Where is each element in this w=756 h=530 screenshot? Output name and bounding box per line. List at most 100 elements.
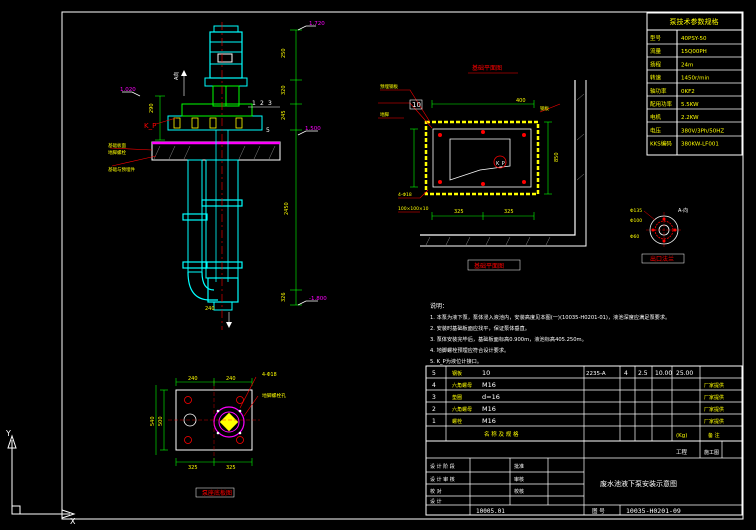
param-key: 型号 xyxy=(650,34,662,42)
flange-title: 出口法兰 xyxy=(650,255,674,263)
bom-cell-note: 厂家提供 xyxy=(704,418,724,425)
flange-dim: Φ100 xyxy=(630,218,642,224)
tb-row-label: 校 对 xyxy=(430,488,442,495)
elevation-top: 1.720 xyxy=(309,21,325,27)
notes-heading: 说明： xyxy=(430,302,448,310)
bom-cell-qty: 4 xyxy=(624,370,628,377)
plan-kp-label: K_P xyxy=(496,161,505,167)
bom-cell-note: 厂家提供 xyxy=(704,406,724,413)
title-block: 设 计 阶 段 设 计 审 核 校 对 设 计 批准 审核 校核 工程 施工图 … xyxy=(425,440,743,516)
ucs-x-label: X xyxy=(70,517,76,526)
bom-cell-no: 5 xyxy=(432,370,436,377)
bom-cell-name: 螺栓 xyxy=(452,418,462,425)
param-key: 扬程 xyxy=(650,60,662,68)
param-value: 24m xyxy=(681,62,693,68)
base-dim: 325 xyxy=(188,465,198,471)
param-value: 15Q00PH xyxy=(681,49,707,55)
drawing-title: 废水池液下泵安装示意图 xyxy=(600,479,677,488)
dim-label: 290 xyxy=(149,103,155,113)
cut-marker: 3 xyxy=(268,100,272,107)
bom-cell-no: 3 xyxy=(432,394,436,401)
note-item: 4. 地脚螺栓预埋应符合设计要求。 xyxy=(430,346,509,354)
bom-note-label: 备 注 xyxy=(708,432,720,439)
note-item: 3. 泵体安装完毕后，基础板面标高0.900m，液池标高405.250m。 xyxy=(430,335,587,343)
callout-anchor-bolt: 地脚螺栓 xyxy=(108,149,126,156)
param-key: 配用功率 xyxy=(650,100,673,108)
plan-dim-top: 400 xyxy=(516,98,526,104)
param-value: 380V/3Ph/50HZ xyxy=(681,128,724,134)
bom-cell-spec: M16 xyxy=(482,405,496,413)
plan-title-bottom: 基础平面图 xyxy=(474,262,504,270)
param-value: 1450r/min xyxy=(681,76,710,82)
bom-unit-label: (Kg) xyxy=(676,433,687,439)
flange-label: A-向 xyxy=(678,207,688,214)
dim-label: 250 xyxy=(281,48,287,58)
base-dim: 240 xyxy=(226,376,236,382)
bom-cell-spec: d=16 xyxy=(482,393,500,401)
tb-row-label: 设 计 审 核 xyxy=(430,476,455,483)
bom-cell-std: 2235-A xyxy=(586,371,606,377)
dim-label: 245 xyxy=(281,110,287,120)
plan-dim-mid: 325 xyxy=(454,209,464,215)
foundation-plan-view: K_P 400 325 325 850 10 预埋钢板 地脚 4-Φ1 xyxy=(378,64,587,271)
ucs-y-label: Y xyxy=(5,429,11,438)
tb-code-left: 10005.01 xyxy=(476,508,505,515)
flange-dim: Φ60 xyxy=(630,234,639,240)
param-key: KKS编码 xyxy=(650,140,672,148)
param-value: 380KW-LF001 xyxy=(681,142,719,148)
dim-label: 326 xyxy=(281,292,287,302)
plan-callout: 100×100×10 xyxy=(398,206,429,212)
tb-mid-label: 审核 xyxy=(514,476,524,483)
bom-cell-note: 厂家提供 xyxy=(704,382,724,389)
bom-cell-w3: 25.00 xyxy=(676,370,693,377)
bom-cell-spec: M16 xyxy=(482,381,496,389)
param-value: 0KF2 xyxy=(681,89,695,95)
param-key: 流量 xyxy=(650,47,662,55)
base-dim: 240 xyxy=(188,376,198,382)
bom-cell-no: 4 xyxy=(432,382,436,389)
params-title: 泵技术参数规格 xyxy=(670,17,719,26)
bom-col-label: 名 称 及 规 格 xyxy=(484,430,519,438)
tb-code-right: 10035-H0201-09 xyxy=(626,507,681,515)
bom-cell-no: 1 xyxy=(432,418,436,425)
callout-foundation: 基础与预埋件 xyxy=(108,166,135,173)
drawing-border xyxy=(61,11,744,520)
note-item: 1. 本泵为液下泵，泵体浸入液池内，安装高度见本图(一)(10035-H0201… xyxy=(430,313,670,321)
param-key: 电机 xyxy=(650,113,662,121)
plan-callout: 预埋钢板 xyxy=(380,83,398,90)
bom-cell-w2: 10.00 xyxy=(655,370,672,377)
foundation-frame xyxy=(424,120,540,196)
view-arrow-label: A向 xyxy=(173,72,180,80)
param-key: 转速 xyxy=(650,74,662,82)
plan-dim-side: 850 xyxy=(554,152,560,162)
bom-cell-name: 垫圈 xyxy=(452,394,462,401)
tb-mid-label: 校核 xyxy=(514,488,524,495)
bom-cell-name: 六角螺母 xyxy=(452,406,472,413)
tb-row-label: 设 计 阶 段 xyxy=(430,463,455,470)
elevation-bottom: -1.800 xyxy=(309,296,327,302)
plan-callout: 钢板 xyxy=(540,105,549,112)
plan-callout: 4-Φ18 xyxy=(398,192,412,198)
bom-cell-spec: M16 xyxy=(482,417,496,425)
plan-dim-mid: 325 xyxy=(504,209,514,215)
flange-dim: Φ135 xyxy=(630,208,642,214)
param-value: 2.2KW xyxy=(681,115,699,121)
tb-row-label: 设 计 xyxy=(430,498,442,505)
tb-stage: 施工图 xyxy=(704,449,719,456)
motor xyxy=(209,31,243,79)
cut-marker: 5 xyxy=(266,127,270,134)
dim-label: 240 xyxy=(205,306,215,312)
base-dim: 540 xyxy=(150,416,156,426)
base-callout: 地脚螺栓孔 xyxy=(262,392,286,399)
base-plate-view: 240 240 325 325 500 540 4-Φ18 地脚螺栓孔 泵座底板… xyxy=(150,372,286,498)
bom-cell-spec: 10 xyxy=(482,369,490,377)
bom-cell-note: 厂家提供 xyxy=(704,394,724,401)
bom-cell-w1: 2.5 xyxy=(638,370,648,377)
cut-marker: 2 xyxy=(260,100,264,107)
callout-base-plate: 基础板面 xyxy=(108,142,126,149)
elevation-mid-left: 1.020 xyxy=(120,87,136,93)
param-key: 电压 xyxy=(650,126,662,134)
